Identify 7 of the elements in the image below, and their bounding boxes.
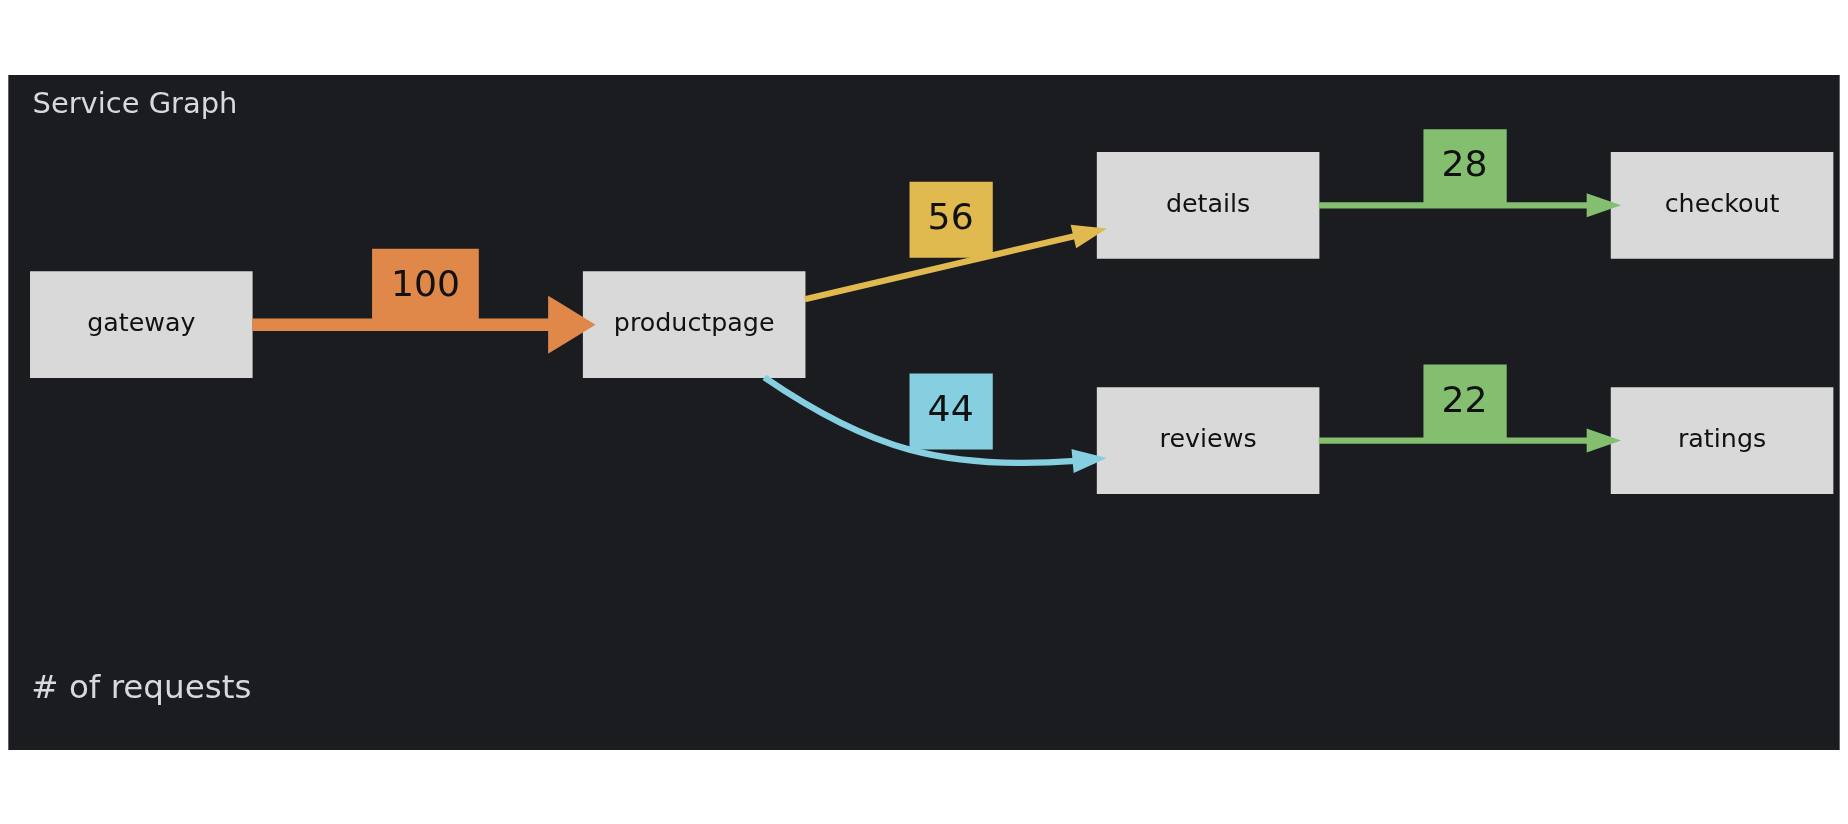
edge-label: 44 <box>927 386 974 430</box>
edge-label: 100 <box>391 261 461 305</box>
edge-label: 22 <box>1441 377 1488 421</box>
label: # of requests <box>31 667 252 706</box>
edge-label: 56 <box>927 194 974 238</box>
diagram-title: Service Graph <box>32 85 238 120</box>
edge-label: 28 <box>1441 141 1488 185</box>
